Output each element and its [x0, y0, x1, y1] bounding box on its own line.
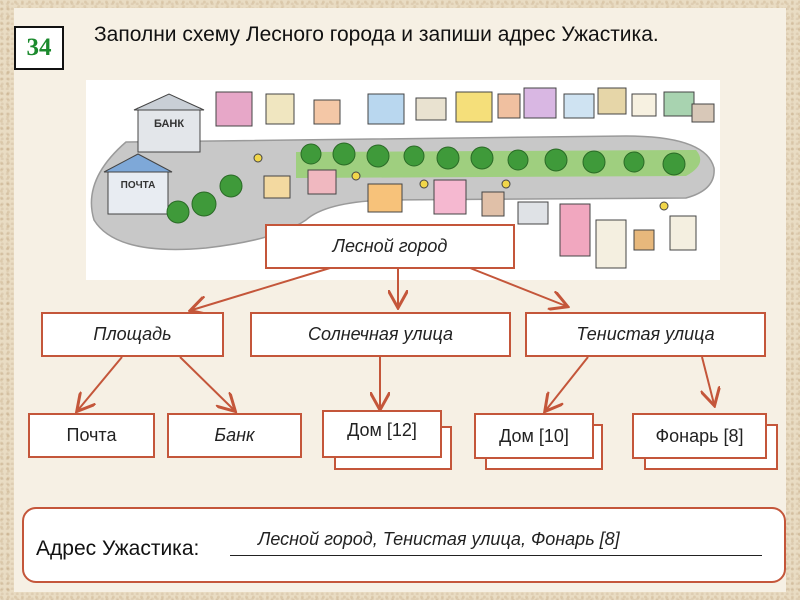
task-instruction: Заполни схему Лесного города и запиши ад…: [94, 23, 659, 46]
address-label: Адрес Ужастика:: [36, 537, 200, 560]
bank-building: БАНК: [133, 93, 205, 153]
address-answer-box: Адрес Ужастика: Лесной город, Тенистая у…: [22, 507, 786, 583]
address-underline: [230, 555, 762, 556]
street-lamps: [253, 153, 669, 211]
house-row-bottom: [263, 169, 697, 269]
node-shady-street: Тенистая улица: [525, 312, 766, 357]
address-answer: Лесной город, Тенистая улица, Фонарь [8]: [258, 529, 620, 549]
node-forest-town: Лесной город: [265, 224, 515, 269]
node-sunny-street: Солнечная улица: [250, 312, 511, 357]
trees: [166, 142, 686, 224]
node-bank: Банк: [167, 413, 302, 458]
arrow-root-square: [192, 267, 331, 310]
arrow-shady-lamp8: [702, 356, 714, 404]
post-sign: ПОЧТА: [121, 180, 156, 191]
node-house10: Дом [10]: [474, 413, 594, 459]
house-row-top: [215, 87, 715, 127]
node-post-office: Почта: [28, 413, 155, 458]
arrow-square-bank: [179, 356, 234, 410]
node-house12: Дом [12]: [322, 410, 442, 458]
node-lamp8: Фонарь [8]: [632, 413, 767, 459]
post-office-building: ПОЧТА: [103, 153, 173, 215]
arrow-root-shady: [469, 267, 566, 306]
arrow-square-post: [78, 356, 123, 410]
bank-sign: БАНК: [154, 118, 184, 130]
task-number-badge: 34: [14, 26, 64, 70]
node-square: Площадь: [41, 312, 224, 357]
arrow-shady-house10: [546, 356, 589, 410]
